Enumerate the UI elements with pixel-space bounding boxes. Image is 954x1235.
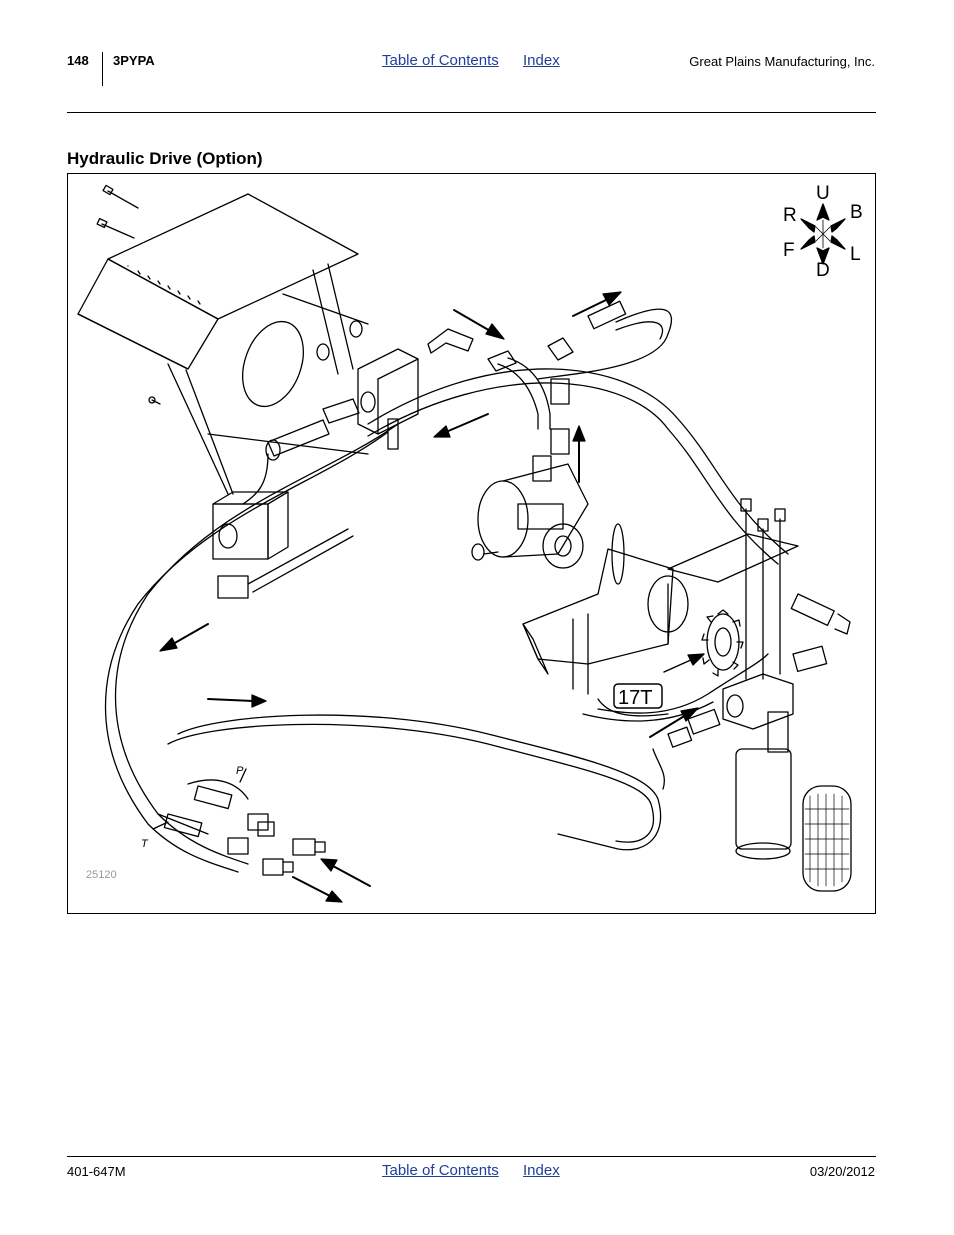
drive-sprocket (701, 609, 744, 677)
compass-r-label: R (783, 205, 797, 226)
hydraulic-filter (652, 498, 852, 892)
exploded-parts-diagram: U R B F L D 17T P T 25120 (77, 183, 863, 903)
index-link[interactable]: Index (523, 52, 560, 69)
solenoid-coil (212, 453, 354, 599)
header-divider (102, 52, 103, 86)
hydraulic-motor (471, 463, 589, 569)
revision-date: 03/20/2012 (809, 1164, 875, 1179)
sprocket-callout-box (613, 683, 663, 709)
compass-b-label: B (850, 202, 863, 223)
footer-index-link[interactable]: Index (523, 1162, 560, 1179)
hose-fittings (427, 300, 627, 482)
compass-l-label: L (850, 244, 861, 265)
compass-up-label: U (816, 183, 830, 204)
hydraulic-drive-figure: U R B F L D 17T P T 25120 (67, 173, 876, 914)
motor-mount-bracket (522, 523, 799, 717)
compass-f-label: F (783, 240, 795, 261)
model-name: 3PYPA (113, 53, 155, 68)
section-title: Hydraulic Drive (Option) (67, 149, 263, 168)
header-rule (67, 112, 876, 113)
pressure-hose-label: P (236, 765, 244, 777)
toc-link[interactable]: Table of Contents (382, 52, 499, 69)
flow-arrows (159, 291, 705, 903)
compass-down-label: D (816, 260, 830, 281)
direction-compass (800, 203, 846, 265)
quick-couplers (152, 768, 326, 876)
hydraulic-hoses (104, 308, 789, 873)
cover-shield (77, 193, 369, 495)
sprocket-callout: 17T (618, 687, 652, 709)
page-number: 148 (67, 53, 89, 68)
footer-toc-link[interactable]: Table of Contents (382, 1162, 499, 1179)
document-id: 401-647M (67, 1164, 126, 1179)
company-name: Great Plains Manufacturing, Inc. (689, 54, 875, 69)
figure-number: 25120 (86, 869, 117, 881)
footer-rule (67, 1156, 876, 1157)
valve-block (265, 320, 419, 461)
tank-hose-label: T (141, 838, 149, 850)
mounting-bolts (96, 184, 161, 405)
